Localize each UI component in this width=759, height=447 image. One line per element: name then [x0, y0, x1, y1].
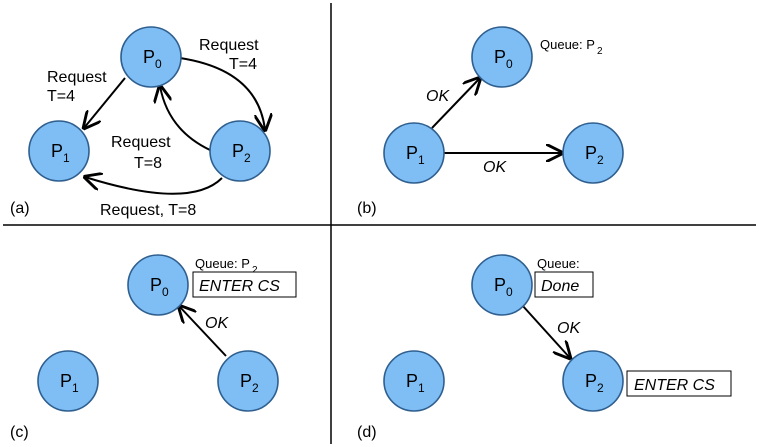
node-d-p1: P 1	[383, 350, 445, 412]
edge-b-p1-p0	[431, 78, 480, 129]
node-d-p2: P 2	[562, 350, 624, 412]
node-a-p1: P 1	[28, 120, 90, 182]
label-a-req-p0-p2-2: T=4	[229, 56, 257, 73]
node-c-p1: P 1	[37, 350, 99, 412]
panel-tag-b: (b)	[357, 200, 377, 217]
node-d-p0: P 0	[471, 254, 533, 316]
node-c-p0: P 0	[127, 254, 189, 316]
queue-sub-c: 2	[252, 265, 258, 276]
label-a-req-p0-p1-1: Request	[47, 69, 107, 86]
panel-tag-a: (a)	[10, 200, 30, 217]
svg-text:0: 0	[162, 285, 169, 299]
svg-text:ENTER CS: ENTER CS	[199, 278, 280, 295]
svg-text:P: P	[150, 275, 162, 295]
edge-a-p2-p1	[85, 177, 223, 195]
svg-text:P: P	[143, 47, 155, 67]
svg-text:ENTER CS: ENTER CS	[634, 377, 715, 394]
svg-text:P: P	[494, 275, 506, 295]
label-b-ok-p2: OK	[483, 159, 507, 176]
node-b-p0: P 0	[471, 26, 533, 88]
node-a-p2: P 2	[209, 120, 271, 182]
svg-text:P: P	[406, 143, 418, 163]
queue-label-c: Queue: P	[195, 256, 250, 271]
box-d-enter-cs: ENTER CS	[626, 370, 732, 397]
label-a-req-p2-p1: Request, T=8	[100, 202, 196, 219]
edge-a-p0-p1	[84, 77, 126, 128]
svg-text:P: P	[240, 371, 252, 391]
label-a-req-p2-p0-2: T=8	[134, 155, 162, 172]
box-d-done: Done	[534, 271, 594, 298]
svg-text:1: 1	[418, 381, 425, 395]
queue-label-b: Queue: P	[540, 37, 595, 52]
svg-text:P: P	[494, 47, 506, 67]
panel-d: P 0 P 1 P 2 Queue: Done OK ENTER CS (d)	[357, 254, 732, 441]
node-c-p2: P 2	[217, 350, 279, 412]
svg-text:1: 1	[63, 151, 70, 165]
svg-text:1: 1	[418, 153, 425, 167]
svg-text:0: 0	[506, 57, 513, 71]
label-a-req-p2-p0-1: Request	[111, 134, 171, 151]
svg-text:2: 2	[597, 381, 604, 395]
label-d-ok-p2: OK	[557, 320, 581, 337]
panel-b: P 0 P 1 P 2 Queue: P 2 OK OK (b)	[357, 26, 624, 217]
svg-text:0: 0	[155, 57, 162, 71]
svg-text:P: P	[232, 141, 244, 161]
edge-a-p0-p2	[179, 57, 265, 130]
label-b-ok-p0: OK	[426, 88, 450, 105]
queue-sub-b: 2	[597, 46, 603, 57]
box-c-enter-cs: ENTER CS	[192, 271, 297, 298]
svg-text:P: P	[51, 141, 63, 161]
node-b-p2: P 2	[562, 122, 624, 184]
svg-text:1: 1	[72, 381, 79, 395]
panel-tag-c: (c)	[10, 424, 29, 441]
svg-text:2: 2	[244, 151, 251, 165]
panel-tag-d: (d)	[357, 424, 377, 441]
panel-c: P 0 P 1 P 2 Queue: P 2 ENTER CS OK (c)	[10, 254, 297, 441]
node-a-p0: P 0	[120, 26, 182, 88]
svg-text:0: 0	[506, 285, 513, 299]
svg-text:P: P	[585, 371, 597, 391]
label-c-ok-p0: OK	[205, 315, 229, 332]
label-a-req-p0-p1-2: T=4	[47, 88, 75, 105]
edge-c-p2-p0	[179, 306, 227, 357]
svg-text:P: P	[406, 371, 418, 391]
svg-text:P: P	[60, 371, 72, 391]
svg-text:2: 2	[597, 153, 604, 167]
label-a-req-p0-p2-1: Request	[199, 37, 259, 54]
panel-a: P 0 P 1 P 2 Request T=4 Request T=4 Requ…	[10, 26, 271, 219]
svg-text:P: P	[585, 143, 597, 163]
edge-d-p0-p2	[521, 304, 570, 358]
svg-text:Done: Done	[541, 278, 579, 295]
queue-label-d: Queue:	[537, 256, 580, 271]
svg-text:2: 2	[252, 381, 259, 395]
edge-a-p2-p0	[160, 86, 211, 151]
node-b-p1: P 1	[383, 122, 445, 184]
